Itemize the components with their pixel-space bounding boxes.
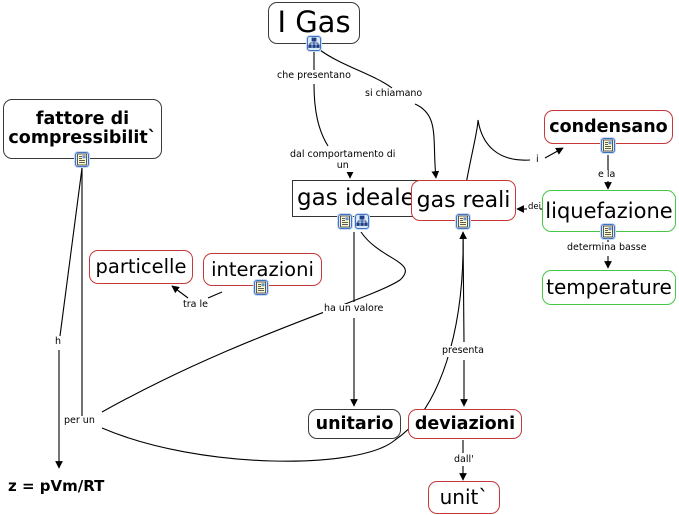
link-label-presenta: presenta [441,345,485,357]
edge-per-un-gas-reali [101,231,467,462]
link-label-dal-comportamento: dal comportamento di un [289,149,397,172]
node-gas-ideale[interactable]: gas ideale [292,180,452,217]
node-unitario[interactable]: unitario [308,409,401,439]
document-image-icon[interactable] [601,224,615,239]
node-deviazioni-label: deviazioni [414,413,516,434]
link-label-i: i [535,154,540,166]
document-image-icon[interactable] [456,214,470,229]
node-deviazioni[interactable]: deviazioni [408,409,522,439]
link-label-ha-un-valore: ha un valore [323,303,385,315]
edge-fattore-h [59,167,83,337]
node-interazioni-label: interazioni [211,257,314,281]
document-image-icon[interactable] [338,214,352,229]
edge-si-chiamano-gas-reali [414,103,440,179]
concept-map-icon[interactable] [355,214,369,229]
concept-map-icon[interactable] [307,36,321,51]
node-gas-reali[interactable]: gas reali [411,180,516,221]
document-image-icon[interactable] [254,280,268,295]
node-i-gas[interactable]: I Gas [268,2,360,44]
link-label-dall: dall' [453,454,475,466]
node-unita-label: unit` [439,484,489,509]
edge-igas-si-chiamano [319,49,393,89]
document-image-icon[interactable] [75,152,89,167]
node-unita[interactable]: unit` [428,481,500,514]
edge-che-presentano-dal-comportamento [313,83,329,147]
node-i-gas-label: I Gas [277,5,351,40]
node-fattore-di-compressibilita[interactable]: fattore di compressibilit` [3,99,162,159]
node-temperature-label: temperature [546,274,672,299]
node-unitario-label: unitario [315,413,394,434]
link-label-determina-basse: determina basse [566,242,648,254]
link-label-e-la: e la [597,169,617,181]
edge-interazioni-tra-le [207,291,223,299]
node-particelle[interactable]: particelle [89,250,193,284]
node-formula[interactable]: z = pVm/RT [8,474,138,498]
link-label-tra-le: tra le [182,299,209,311]
link-label-h: h [54,336,63,348]
edge-i-condensano [544,147,564,159]
document-image-icon[interactable] [601,138,615,153]
link-label-si-chiamano: si chiamano [364,88,424,100]
node-formula-label: z = pVm/RT [8,476,105,495]
edge-gas-ideale-curve-per-un [101,231,406,413]
node-particelle-label: particelle [95,255,187,279]
link-label-che-presentano: che presentano [276,70,352,82]
link-label-dei: dei [528,202,541,212]
node-liquefazione-label: liquefazione [545,198,673,223]
node-gas-ideale-label: gas ideale [297,185,415,212]
node-fattore-label: fattore di compressibilit` [8,109,157,148]
node-condensano-label: condensano [549,116,668,137]
node-gas-reali-label: gas reali [416,187,511,213]
node-temperature[interactable]: temperature [542,270,676,305]
edge-gas-reali-i [464,119,531,191]
edge-tra-le-particelle [171,285,189,299]
link-label-per-un: per un [63,415,96,427]
